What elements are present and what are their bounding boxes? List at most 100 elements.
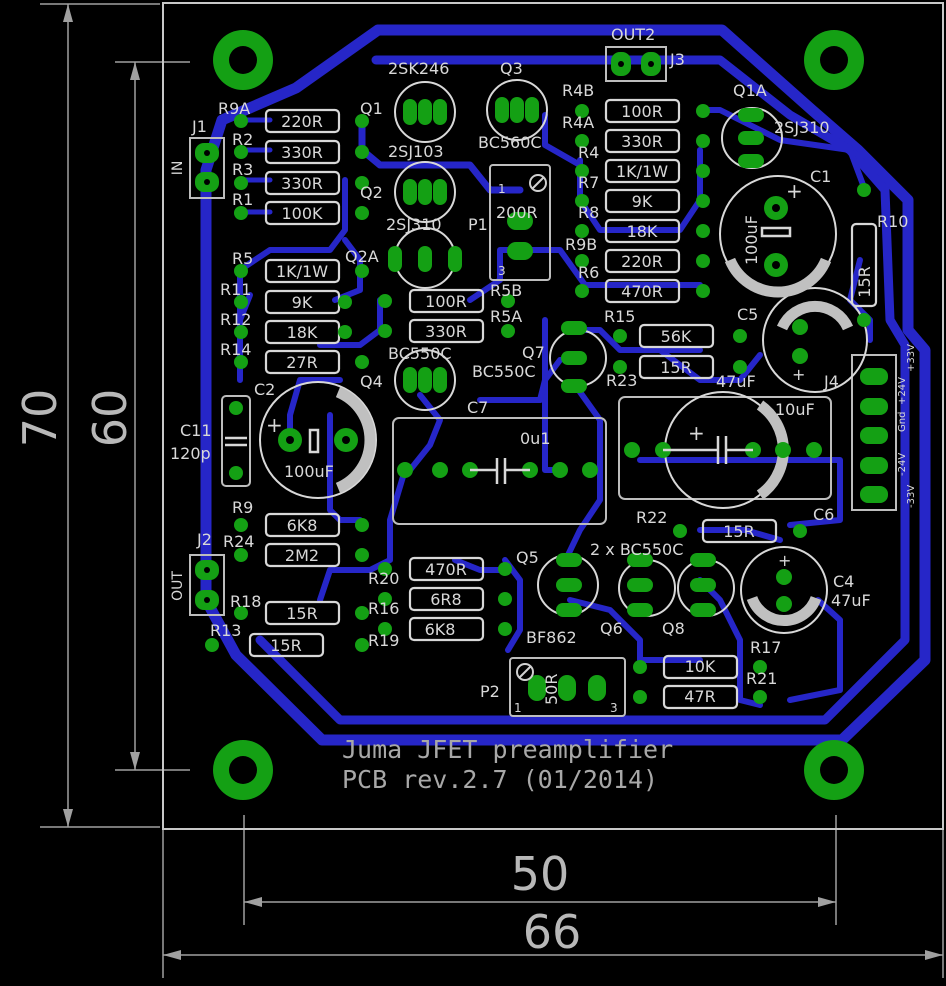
ref-q4: Q4 [360,372,383,391]
plus-c1: + [786,179,803,203]
pads [195,52,888,704]
val-c7: 0u1 [520,429,551,448]
ref-r6: R6 [578,263,599,282]
ref-r5: R5 [232,249,253,268]
ref-p2: P2 [480,682,500,701]
label-j4-pin-3: Gnd [897,412,908,432]
board-title: Juma JFET preamplifier [342,735,673,764]
ref-r15: R15 [604,307,635,326]
dim-outer-width: 66 [523,905,582,959]
ref-r19: R19 [368,631,399,650]
val-r5a: 330R [425,322,467,341]
plus-c2: + [266,413,283,437]
label-j2: J2 [196,530,212,549]
val-r18: 15R [286,604,317,623]
pin1-p1: 1 [498,182,506,196]
val-r5: 1K/1W [276,262,328,281]
dimension-lines [40,3,944,978]
label-j4: J4 [823,372,839,391]
val-r19: 6K8 [425,620,456,639]
label-j1-in: IN [170,161,186,176]
plus-c5: + [792,365,805,384]
plus-c6: + [688,421,705,445]
val-c11: 120p [170,444,211,463]
val-r16: 6R8 [430,590,461,609]
pad-drills [204,61,780,603]
ref-r10: R10 [877,212,908,231]
ref-r22: R22 [636,508,667,527]
val-r4a: 330R [621,132,663,151]
val-r9b: 220R [621,252,663,271]
dim-inner-width: 50 [511,847,570,901]
val-r2: 330R [281,143,323,162]
ref-r5b: R5B [490,281,522,300]
plus-c4: + [778,551,791,570]
val-r21: 47R [684,687,715,706]
cap-arcs [335,257,854,626]
val-r14: 27R [286,353,317,372]
ref-q1: Q1 [360,99,383,118]
ref-r11: R11 [220,280,251,299]
ref-r23: R23 [606,371,637,390]
val-r9: 6K8 [287,516,318,535]
ref-r24: R24 [223,532,254,551]
val-r8: 18K [627,222,658,241]
pin3-p1: 3 [498,264,506,278]
val-p1: 200R [496,203,538,222]
ref-r1: R1 [232,190,253,209]
ref-c11: C11 [180,421,212,440]
ref-r14: R14 [220,340,251,359]
ref-r3: R3 [232,160,253,179]
val-r6: 470R [621,282,663,301]
ref-q5: Q5 [516,548,539,567]
part-q2a: 2SJ310 [386,215,442,234]
resistor-bodies [248,98,878,710]
board-outline [162,2,944,830]
val-r12: 18K [287,323,318,342]
val-c2: 100uF [284,462,334,481]
note-q6-q8: 2 x BC550C [590,540,683,559]
val-c1: 100uF [742,215,761,265]
val-r20: 470R [425,560,467,579]
pot-adjusters [516,174,547,681]
part-q7: BC550C [472,362,536,381]
ref-r17: R17 [750,638,781,657]
label-j4-pin-5: -33V [906,485,917,508]
ref-r9: R9 [232,498,253,517]
ref-q2a: Q2A [345,247,379,266]
ref-q6: Q6 [600,619,623,638]
ref-c4: C4 [833,572,854,591]
silkscreen-outlines [189,46,897,717]
ref-r8: R8 [578,203,599,222]
pin1-p2: 1 [514,701,522,715]
ref-r7: R7 [578,173,599,192]
ref-c2: C2 [254,380,275,399]
ref-c5: C5 [737,305,758,324]
ref-r20: R20 [368,569,399,588]
ref-q3: Q3 [500,59,523,78]
val-c4: 47uF [831,591,871,610]
label-j4-pin-4: -24V [897,453,908,476]
part-q3: BC560C [478,133,542,152]
ref-q7: Q7 [522,343,545,362]
ref-r13: R13 [210,621,241,640]
val-r3: 330R [281,174,323,193]
ref-r9b: R9B [565,235,597,254]
label-j2-out: OUT [170,571,186,601]
part-q4: BC550C [388,344,452,363]
ref-r16: R16 [368,599,399,618]
val-r15: 56K [661,327,692,346]
ref-r4a: R4A [562,113,594,132]
part-q1: 2SK246 [388,59,449,78]
part-q2: 2SJ103 [388,142,444,161]
ref-c7: C7 [467,398,488,417]
val-r24: 2M2 [285,546,319,565]
dim-outer-height: 70 [13,389,67,448]
ref-r4b: R4B [562,81,594,100]
label-j3-out: OUT2 [611,25,655,44]
ref-r2: R2 [232,130,253,149]
val-r23: 15R [660,358,691,377]
val-r9a: 220R [281,112,323,131]
